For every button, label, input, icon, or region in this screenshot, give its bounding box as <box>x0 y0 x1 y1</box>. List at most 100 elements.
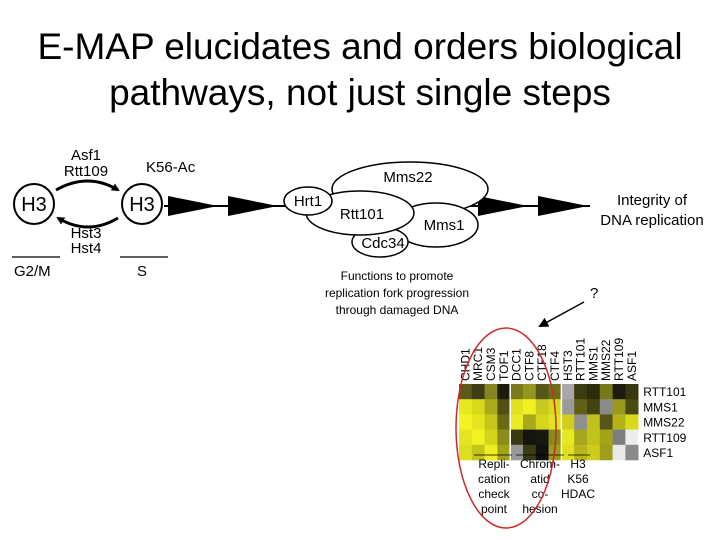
heatmap-cell <box>561 429 575 446</box>
heatmap-cell <box>612 414 626 430</box>
h3-left-label: H3 <box>21 194 47 216</box>
heatmap-cell <box>561 444 575 461</box>
heatmap-group-label: point <box>481 502 508 516</box>
slide-title-line-2: pathways, not just single steps <box>109 72 611 113</box>
heatmap-cell <box>574 399 588 415</box>
heatmap-cell <box>574 414 588 430</box>
outcome-line-2: DNA replication <box>600 212 703 229</box>
heatmap-group-label: check <box>478 487 510 501</box>
outcome-line-1: Integrity of <box>617 192 688 209</box>
heatmap-cell <box>484 384 498 400</box>
g2m-label: G2/M <box>14 263 51 280</box>
heatmap-cell <box>484 429 498 446</box>
heatmap-cell <box>599 444 613 461</box>
heatmap-cell <box>484 399 498 415</box>
heatmap-cell <box>625 429 639 446</box>
heatmap-cell <box>625 414 639 430</box>
heatmap-cell <box>612 429 626 446</box>
heatmap-cell <box>599 399 613 415</box>
heatmap-cell <box>510 414 524 430</box>
deacetylation-arrow <box>56 216 119 229</box>
heatmap-cell <box>523 384 537 400</box>
heatmap-cell <box>561 399 575 415</box>
hrt1-oval <box>283 186 333 216</box>
heatmap-cell <box>625 384 639 400</box>
heatmap-cell <box>535 429 549 446</box>
highlight-oval <box>455 327 557 529</box>
heatmap-cell <box>510 384 524 400</box>
question-mark: ? <box>590 285 598 302</box>
heatmap-cell <box>510 399 524 415</box>
h3-right-node <box>121 183 163 225</box>
heatmap-cell <box>459 384 473 400</box>
heatmap-column-label: CHD1 <box>458 348 472 381</box>
heatmap-group-label: cation <box>478 472 510 486</box>
heatmap-cell <box>587 399 601 415</box>
heatmap-column-label: CSM3 <box>484 347 498 381</box>
rtt101-label: Rtt101 <box>340 206 384 223</box>
s-phase-label: S <box>137 263 147 280</box>
heatmap-cell <box>561 414 575 430</box>
heatmap-cell <box>459 429 473 446</box>
heatmap-cell <box>561 384 575 400</box>
heatmap-cell <box>523 444 537 461</box>
heatmap-column-label: MMS22 <box>599 339 613 381</box>
mms22-label: Mms22 <box>383 169 432 186</box>
heatmap-cell <box>587 444 601 461</box>
heatmap-cell <box>459 444 473 461</box>
heatmap-row-label: MMS1 <box>643 400 678 414</box>
heatmap-column-label: RTT109 <box>612 338 626 381</box>
heatmap-cell <box>535 384 549 400</box>
heatmap-cell <box>523 429 537 446</box>
pathway-arrowhead-4 <box>538 196 588 216</box>
h3-right-label: H3 <box>129 194 155 216</box>
heatmap-cell <box>471 444 485 461</box>
heatmap-cell <box>548 384 562 400</box>
heatmap-group-label: atid <box>530 472 549 486</box>
question-arrow <box>538 301 585 327</box>
heatmap-cell <box>535 414 549 430</box>
heatmap-column-label: DCC1 <box>510 348 524 381</box>
heatmap-column-label: MRC1 <box>471 347 485 381</box>
heatmap-cell <box>574 384 588 400</box>
heatmap-cell <box>523 414 537 430</box>
heatmap-row-label: RTT109 <box>643 431 686 445</box>
heatmap-group-label: H3 <box>570 457 586 471</box>
pathway-arrowhead-2 <box>228 196 278 216</box>
heatmap-group-label: K56 <box>567 472 589 486</box>
heatmap-column-label: HST3 <box>561 350 575 381</box>
heatmap-group-label: hesion <box>522 502 557 516</box>
hrt1-label: Hrt1 <box>294 193 322 210</box>
heatmap-cell <box>625 399 639 415</box>
heatmap-cell <box>510 444 524 461</box>
heatmap-row-label: ASF1 <box>643 446 673 460</box>
heatmap-cell <box>612 384 626 400</box>
heatmap-cell <box>599 414 613 430</box>
pathway-arrowhead-1 <box>168 196 218 216</box>
mms1-label: Mms1 <box>424 217 465 234</box>
slide-title-line-1: E-MAP elucidates and orders biological <box>37 26 683 67</box>
heatmap-cell <box>599 429 613 446</box>
heatmap-cell <box>599 384 613 400</box>
annotation-line-2: replication fork progression <box>325 286 469 300</box>
heatmap-cell <box>471 399 485 415</box>
heatmap-column-label: MMS1 <box>586 346 600 381</box>
heatmap-cell <box>510 429 524 446</box>
heatmap-cell <box>612 444 626 461</box>
heatmap-row-label: RTT101 <box>643 385 686 399</box>
pathway-arrowhead-3 <box>478 196 528 216</box>
k56-ac-label: K56-Ac <box>146 159 196 176</box>
heatmap-row-label: MMS22 <box>643 416 685 430</box>
heatmap-cell <box>574 429 588 446</box>
asf1-label: Asf1 <box>71 147 101 164</box>
heatmap-cell <box>497 444 511 461</box>
heatmap-cell <box>625 444 639 461</box>
heatmap-cell <box>587 414 601 430</box>
heatmap-cell <box>587 384 601 400</box>
heatmap-cell <box>497 414 511 430</box>
acetylation-arrow <box>55 179 120 192</box>
heatmap-cell <box>523 399 537 415</box>
heatmap-cell <box>612 399 626 415</box>
heatmap-cell <box>548 414 562 430</box>
